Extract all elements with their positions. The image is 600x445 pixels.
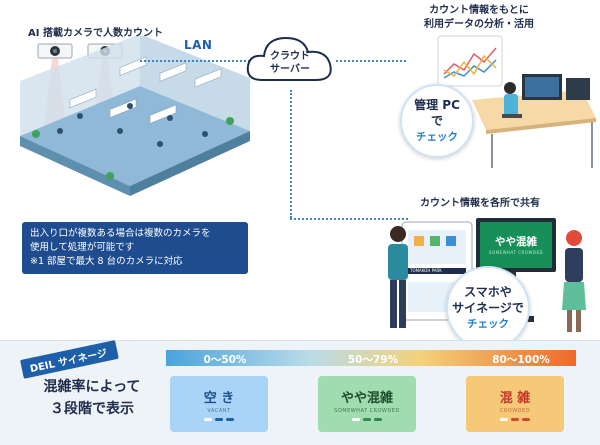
lan-line — [140, 60, 250, 62]
cloud-label: クラウド サーバー — [262, 50, 318, 76]
share-check-badge: スマホや サイネージで チェック — [446, 266, 530, 350]
range-label-2: 50〜79% — [347, 354, 399, 366]
analysis-heading: カウント情報をもとに 利用データの分析・活用 — [424, 4, 534, 32]
cloud-to-share-line — [290, 218, 408, 220]
panel-title-line-2: ３段階で表示 — [50, 401, 134, 417]
level-card-somewhat-crowded-sub: SOMEWHAT CROWDED — [334, 408, 400, 414]
chart-card-illustration — [437, 35, 503, 87]
signage-sub-text: SOMEWHAT CROWDED — [488, 250, 544, 255]
phone-banner-text: TOMAKOH PARK — [410, 268, 442, 273]
person-woman-illustration — [562, 230, 586, 332]
person-with-phone-illustration — [388, 226, 408, 328]
share-badge-line-2: サイネージで — [452, 301, 524, 315]
office-illustration — [20, 36, 250, 196]
cloud-icon — [246, 36, 332, 81]
cloud-to-pc-line — [336, 60, 406, 62]
pc-badge-line-2: で — [430, 114, 443, 128]
lan-label: LAN — [184, 38, 213, 52]
share-badge-line-3: チェック — [467, 318, 509, 330]
congestion-gradient-bar — [166, 350, 576, 366]
cloud-label-line-2: サーバー — [270, 64, 310, 75]
level-card-vacant-label: 空 き — [203, 391, 235, 406]
level-card-somewhat-crowded-label: やや混雑 — [340, 391, 393, 406]
camera-note-box: 出入り口が複数ある場合は複数のカメラを 使用して処理が可能です ※1 部屋で最大… — [22, 222, 248, 274]
level-card-somewhat-crowded: やや混雑 SOMEWHAT CROWDED — [318, 376, 416, 432]
level-card-crowded: 混 雑 CROWDED — [466, 376, 564, 432]
note-line-1: 出入り口が複数ある場合は複数のカメラを — [30, 228, 211, 239]
analysis-heading-line-2: 利用データの分析・活用 — [424, 19, 534, 30]
camera-heading: AI 搭載カメラで人数カウント — [28, 28, 163, 39]
level-card-somewhat-crowded-indicator — [352, 418, 382, 421]
analysis-heading-line-1: カウント情報をもとに — [429, 5, 529, 16]
pc-badge-line-3: チェック — [416, 131, 458, 143]
pc-badge-line-1: 管理 PC — [414, 98, 460, 112]
note-line-3: ※1 部屋で最大 8 台のカメラに対応 — [30, 256, 183, 267]
level-card-crowded-indicator — [500, 418, 530, 421]
level-card-crowded-label: 混 雑 — [499, 391, 531, 406]
level-card-vacant: 空 き VACANT — [170, 376, 268, 432]
level-card-vacant-indicator — [204, 418, 234, 421]
range-label-1: 0〜50% — [203, 354, 247, 366]
level-card-vacant-sub: VACANT — [207, 408, 231, 414]
pc-check-badge: 管理 PC で チェック — [400, 84, 474, 158]
cloud-label-line-1: クラウド — [270, 51, 310, 62]
signage-main-text: やや混雑 — [495, 236, 537, 248]
level-card-crowded-sub: CROWDED — [499, 408, 531, 414]
share-badge-line-1: スマホや — [464, 285, 512, 299]
pc-workstation-illustration — [472, 74, 596, 168]
note-line-2: 使用して処理が可能です — [30, 242, 135, 253]
panel-title-line-1: 混雑率によって — [43, 379, 141, 395]
panel-title: 混雑率によって ３段階で表示 — [22, 376, 162, 420]
camera-icon-1 — [37, 43, 73, 59]
sharing-heading: カウント情報を各所で共有 — [420, 198, 540, 209]
cloud-down-line — [290, 90, 292, 218]
range-label-3: 80〜100% — [492, 354, 550, 366]
